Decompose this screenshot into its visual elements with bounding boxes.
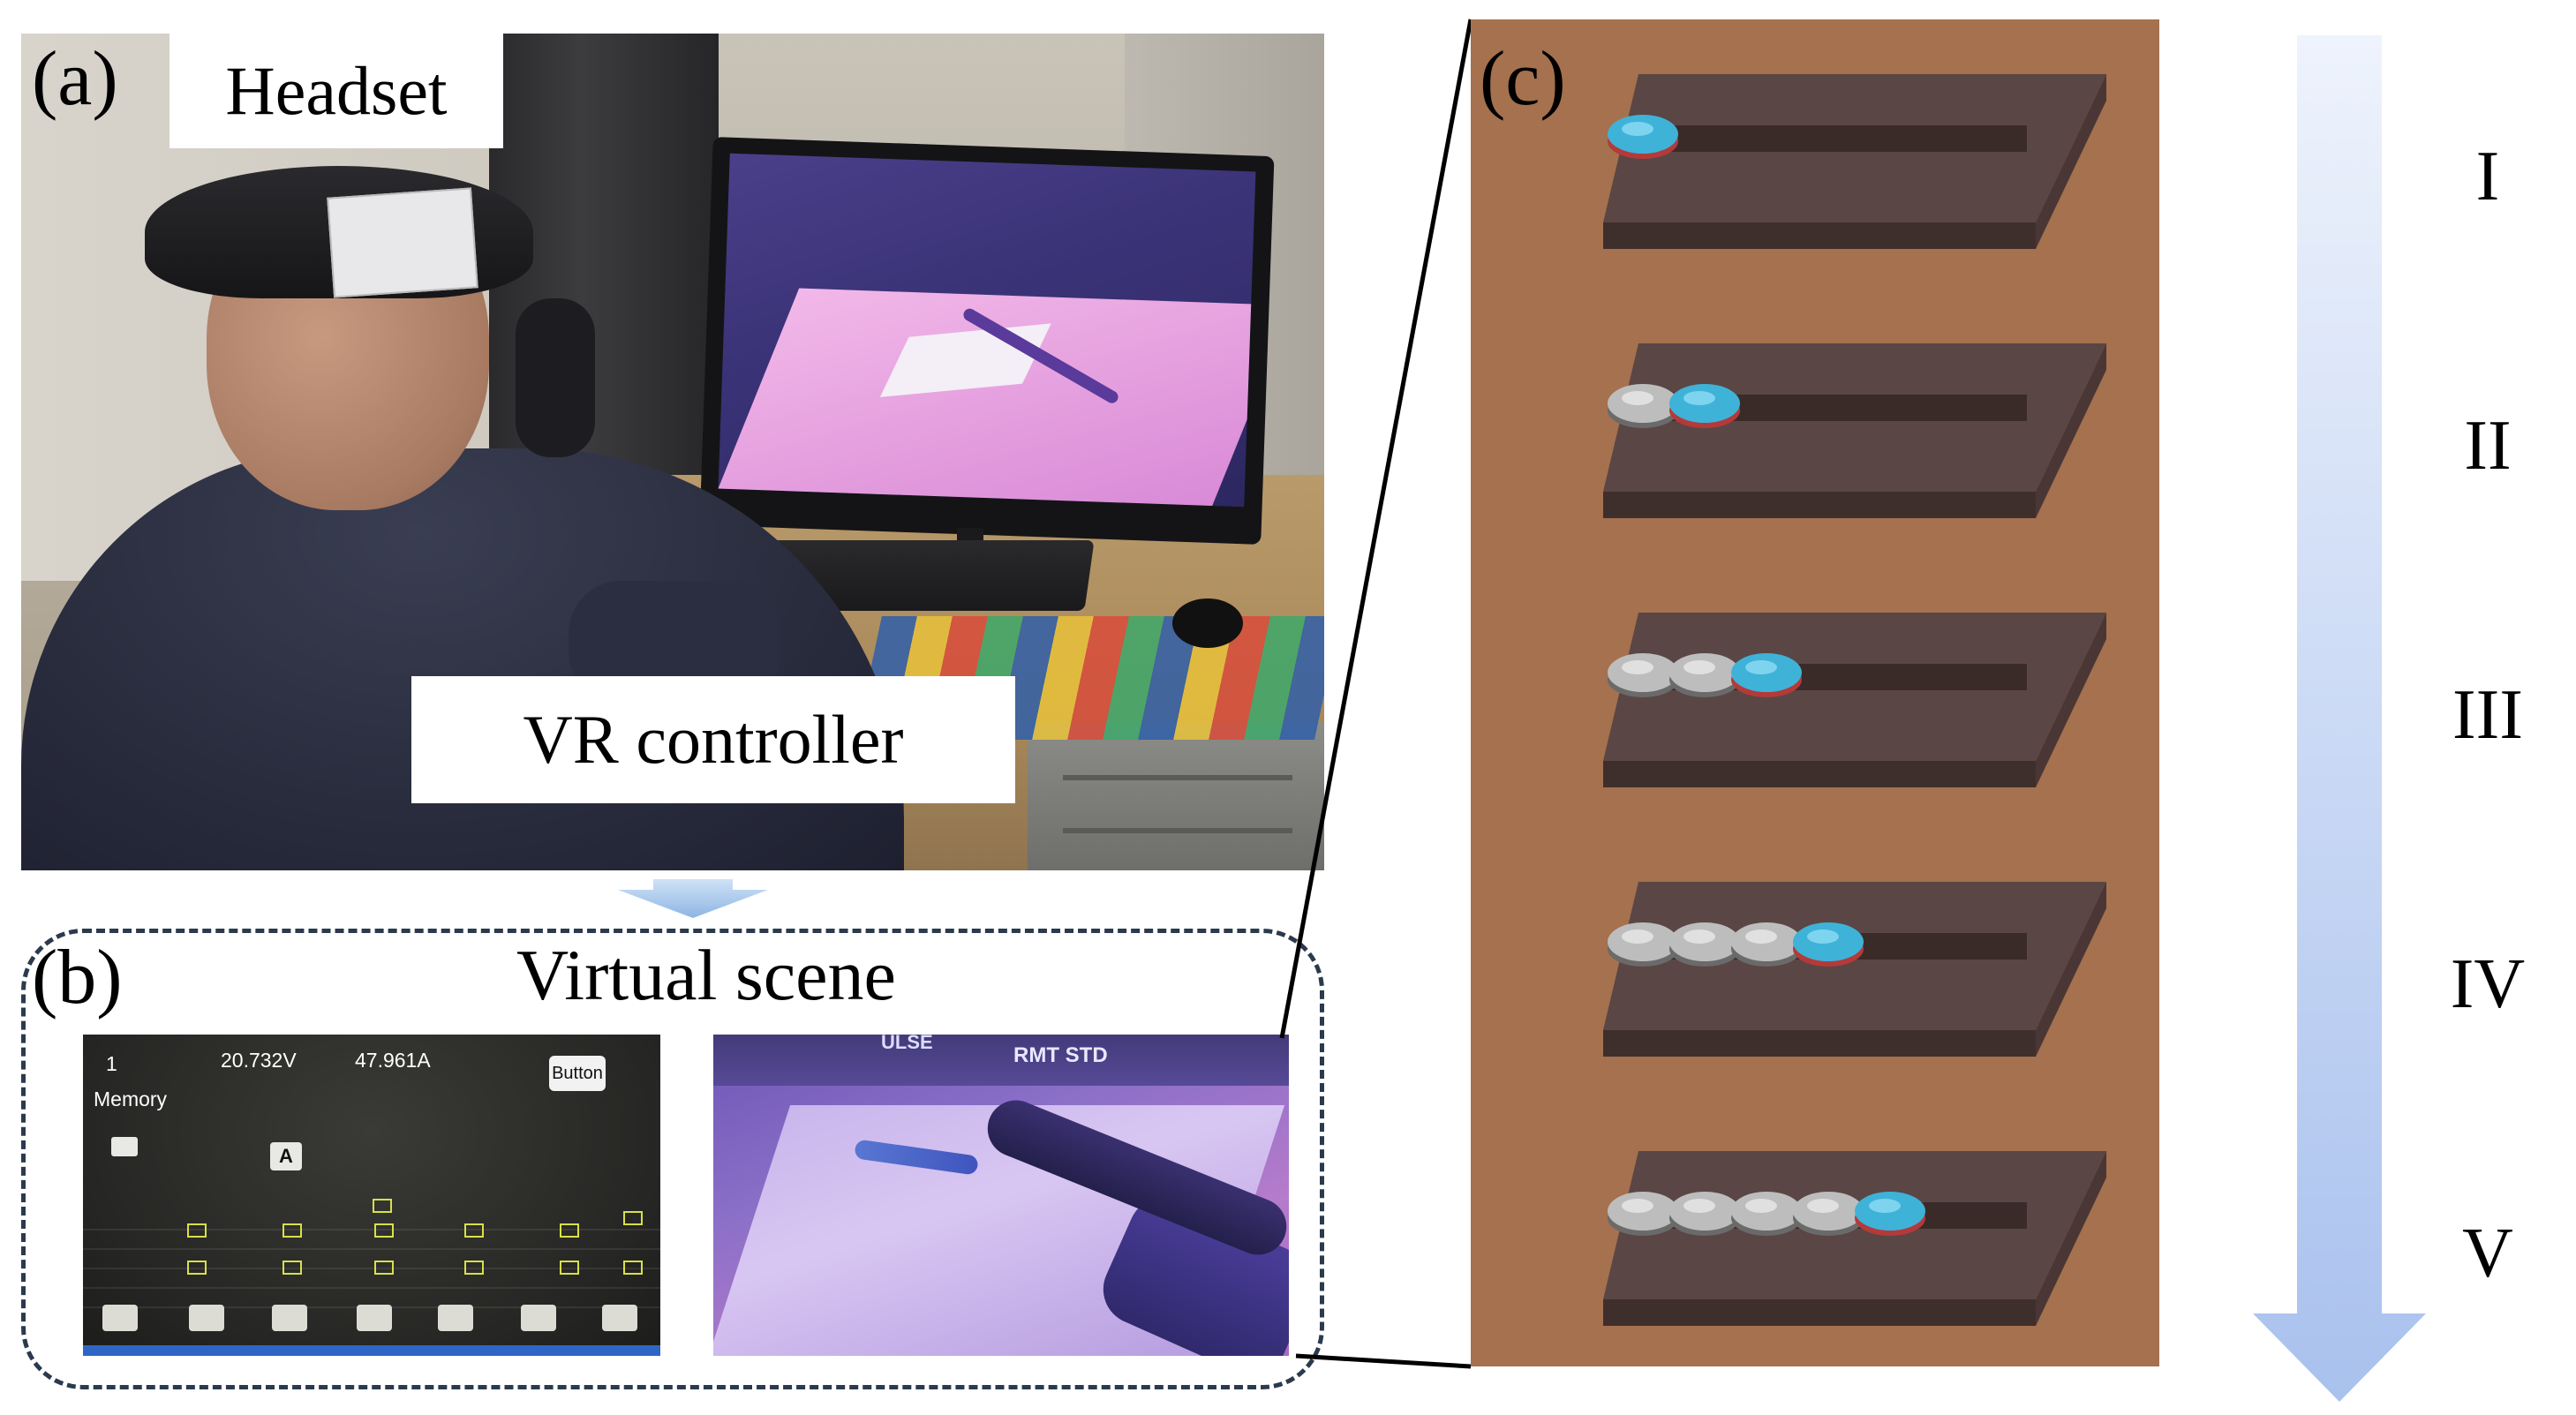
- welder-control-ui: 1 20.732V 47.961A Memory Button A: [83, 1035, 660, 1356]
- mode-button[interactable]: [272, 1305, 307, 1331]
- plate-side: [2036, 343, 2106, 518]
- photo-headset-tag: [327, 187, 478, 298]
- mode-glyph-icon[interactable]: [623, 1261, 643, 1275]
- welding-sequence-panel: [1471, 19, 2159, 1366]
- mode-glyph-icon[interactable]: [373, 1199, 392, 1213]
- disc-highlight: [1869, 1199, 1901, 1213]
- disc-highlight: [1622, 391, 1653, 405]
- stage-numeral: V: [2462, 1215, 2513, 1292]
- photo-monitor-screen: [718, 153, 1256, 508]
- weld-stage-drawing: [1603, 613, 2106, 787]
- down-arrow-icon: [618, 879, 768, 918]
- stage-numeral: I: [2475, 138, 2500, 215]
- plate-front: [1603, 761, 2036, 787]
- panel-a-label: (a): [32, 36, 118, 122]
- plate-front: [1603, 492, 2036, 518]
- weld-stage-drawing: [1603, 1151, 2106, 1326]
- mode-glyph-icon[interactable]: [560, 1261, 579, 1275]
- disc-highlight: [1683, 930, 1715, 944]
- stage-numeral: II: [2464, 407, 2512, 485]
- mode-button[interactable]: [438, 1305, 473, 1331]
- panel-b-label: (b): [32, 935, 123, 1020]
- current-readout: 47.961A: [355, 1049, 431, 1072]
- disc-highlight: [1622, 660, 1653, 674]
- disc-highlight: [1622, 1199, 1653, 1213]
- mode-glyph-icon[interactable]: [282, 1261, 302, 1275]
- mode-button[interactable]: [521, 1305, 556, 1331]
- stage-numeral: IV: [2450, 945, 2526, 1023]
- mode-glyph-icon[interactable]: [187, 1261, 207, 1275]
- plate-side: [2036, 74, 2106, 249]
- mode-glyph-icon[interactable]: [464, 1261, 484, 1275]
- ui-bottom-bar: [83, 1345, 660, 1356]
- progress-arrow-icon: [2253, 35, 2426, 1402]
- a-mode-icon[interactable]: A: [270, 1142, 302, 1170]
- zoom-line-bottom: [1295, 1353, 1472, 1369]
- disc-highlight: [1807, 1199, 1839, 1213]
- weld-stage-drawing: [1603, 74, 2106, 249]
- plate-front: [1603, 1299, 2036, 1326]
- mode-button[interactable]: [102, 1305, 138, 1331]
- disc-highlight: [1745, 660, 1777, 674]
- mode-glyph-icon[interactable]: [464, 1223, 484, 1238]
- memory-icon[interactable]: [111, 1137, 138, 1156]
- disc-highlight: [1683, 660, 1715, 674]
- mode-glyph-icon[interactable]: [282, 1223, 302, 1238]
- mode-button[interactable]: [189, 1305, 224, 1331]
- disc-highlight: [1745, 1199, 1777, 1213]
- vr-header-text: RMT STD: [1013, 1043, 1108, 1067]
- weld-stage-4: [1471, 827, 2159, 1096]
- vr-controller-label: VR controller: [411, 676, 1015, 803]
- plate-groove: [1621, 125, 2027, 152]
- weld-stage-3: [1471, 558, 2159, 827]
- memory-index: 1: [106, 1052, 117, 1075]
- ui-grid-lines: [83, 1211, 660, 1308]
- mode-glyph-icon[interactable]: [560, 1223, 579, 1238]
- weld-stage-1: [1471, 19, 2159, 289]
- headset-label: Headset: [169, 34, 503, 148]
- vr-welding-view: ULSE RMT STD: [713, 1035, 1289, 1356]
- disc-highlight: [1622, 930, 1653, 944]
- photo-mouse: [1172, 598, 1243, 648]
- disc-highlight: [1683, 391, 1715, 405]
- plate-side: [2036, 613, 2106, 787]
- ui-button[interactable]: Button: [549, 1056, 606, 1091]
- plate-side: [2036, 882, 2106, 1057]
- panel-c-label: (c): [1480, 36, 1566, 122]
- disc-highlight: [1683, 1199, 1715, 1213]
- weld-stage-5: [1471, 1096, 2159, 1366]
- voltage-readout: 20.732V: [221, 1049, 297, 1072]
- plate-front: [1603, 222, 2036, 249]
- photo-headset-ear: [516, 298, 595, 457]
- virtual-scene-frame: [21, 929, 1324, 1389]
- photo-drawer-line: [1063, 828, 1292, 833]
- mode-glyph-icon[interactable]: [374, 1223, 394, 1238]
- mode-button[interactable]: [357, 1305, 392, 1331]
- weld-stage-drawing: [1603, 343, 2106, 518]
- plate-side: [2036, 1151, 2106, 1326]
- weld-stage-2: [1471, 289, 2159, 558]
- photo-drawers: [1028, 722, 1324, 870]
- memory-label: Memory: [94, 1088, 168, 1110]
- mode-button[interactable]: [602, 1305, 637, 1331]
- vr-header-bar: [713, 1035, 1289, 1086]
- mode-glyph-icon[interactable]: [374, 1261, 394, 1275]
- mode-glyph-icon[interactable]: [623, 1211, 643, 1225]
- stage-numeral: III: [2452, 676, 2523, 754]
- photo-drawer-line: [1063, 775, 1292, 780]
- plate-front: [1603, 1030, 2036, 1057]
- virtual-scene-title: Virtual scene: [516, 935, 896, 1015]
- vr-header-text: ULSE: [881, 1035, 933, 1053]
- disc-highlight: [1622, 122, 1653, 136]
- disc-highlight: [1807, 930, 1839, 944]
- disc-highlight: [1745, 930, 1777, 944]
- mode-glyph-icon[interactable]: [187, 1223, 207, 1238]
- weld-stage-drawing: [1603, 882, 2106, 1057]
